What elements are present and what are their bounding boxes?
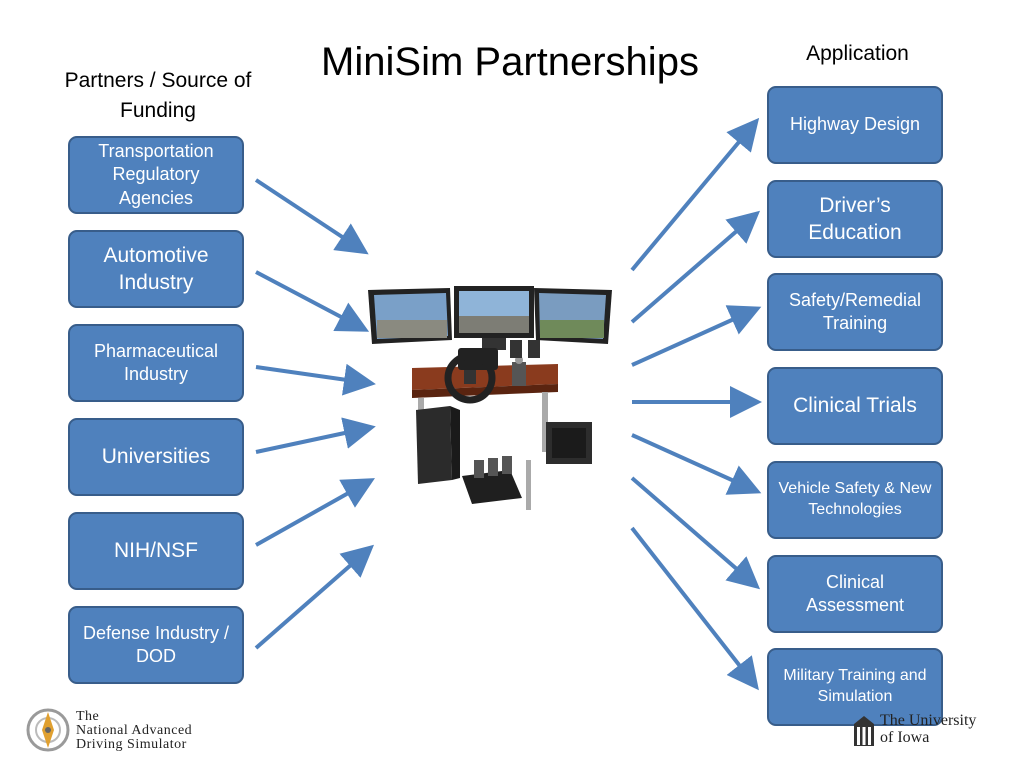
nads-line2: National Advanced	[76, 723, 193, 738]
app-vehicle-safety: Vehicle Safety & New Technologies	[767, 461, 943, 539]
partner-universities: Universities	[68, 418, 244, 496]
arrow-in-5	[255, 478, 375, 547]
partner-defense: Defense Industry / DOD	[68, 606, 244, 684]
arrow-in-2	[255, 270, 370, 332]
arrow-in-6	[254, 544, 375, 650]
uiowa-logo: The University of Iowa	[852, 712, 1012, 752]
arrow-in-3	[255, 363, 376, 396]
nads-line3: Driving Simulator	[76, 737, 187, 752]
computer-tower	[416, 406, 460, 484]
nads-logo: The National Advanced Driving Simulator	[24, 706, 244, 756]
partner-nih-nsf: NIH/NSF	[68, 512, 244, 590]
nads-line1: The	[76, 709, 100, 724]
uiowa-line2: of Iowa	[880, 729, 930, 746]
app-clinical-assessment: Clinical Assessment	[767, 555, 943, 633]
arrow-out-7	[630, 526, 759, 691]
old-capitol-icon	[854, 716, 874, 746]
partner-transportation: Transportation Regulatory Agencies	[68, 136, 244, 214]
slide-title: MiniSim Partnerships	[321, 40, 699, 84]
app-safety-remedial: Safety/Remedial Training	[767, 273, 943, 351]
partners-heading: Partners / Source of Funding	[64, 69, 252, 122]
app-highway-design: Highway Design	[767, 86, 943, 164]
arrow-in-4	[255, 417, 376, 454]
partner-pharmaceutical: Pharmaceutical Industry	[68, 324, 244, 402]
arrow-out-5	[631, 433, 762, 495]
app-drivers-education: Driver’s Education	[767, 180, 943, 258]
subwoofer	[546, 422, 592, 464]
arrow-out-1	[630, 117, 760, 272]
arrow-out-3	[631, 305, 762, 367]
uiowa-line1: The University	[880, 712, 977, 729]
arrow-out-2	[630, 210, 761, 324]
arrow-out-6	[630, 476, 761, 590]
minisim-simulator-image	[368, 286, 612, 510]
pedals	[462, 456, 522, 504]
app-clinical-trials: Clinical Trials	[767, 367, 943, 445]
arrow-in-1	[254, 178, 369, 255]
monitors	[368, 286, 612, 350]
partner-automotive: Automotive Industry	[68, 230, 244, 308]
application-heading: Application	[806, 42, 909, 65]
app-military-training: Military Training and Simulation	[767, 648, 943, 726]
nads-wheel-icon	[26, 708, 70, 752]
